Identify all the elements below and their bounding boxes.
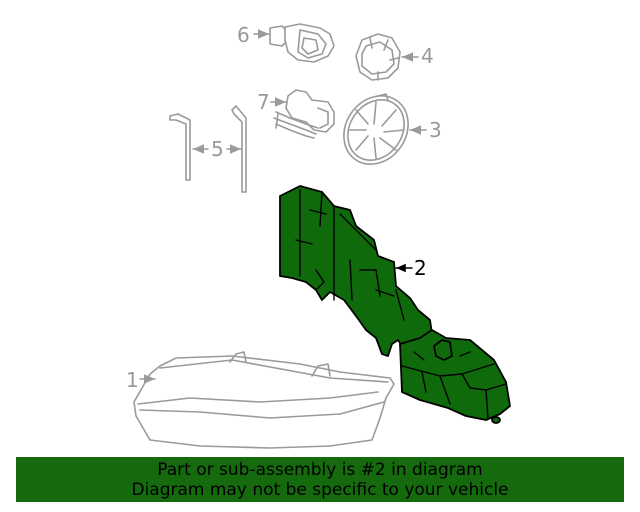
bracket-part-2[interactable]: 2: [279, 185, 511, 424]
callout-1: 1: [126, 368, 139, 392]
callout-3: 3: [429, 118, 442, 142]
callout-6: 6: [237, 23, 250, 47]
callout-5: 5: [211, 137, 224, 161]
callout-4: 4: [421, 44, 434, 68]
headlamp-part-1[interactable]: 1: [126, 351, 395, 449]
banner-line-part-number: Part or sub-assembly is #2 in diagram: [157, 460, 483, 480]
info-banner: Part or sub-assembly is #2 in diagram Di…: [16, 457, 624, 502]
callout-7: 7: [257, 90, 270, 114]
rods-part-5[interactable]: 5: [169, 105, 247, 193]
dust-cover-part-3[interactable]: 3: [331, 83, 442, 176]
retainer-ring-part-4[interactable]: 4: [355, 33, 434, 81]
bulb-part-6[interactable]: 6: [237, 23, 335, 63]
banner-line-disclaimer: Diagram may not be specific to your vehi…: [131, 480, 509, 500]
callout-2: 2: [414, 256, 427, 280]
socket-part-7[interactable]: 7: [257, 89, 335, 139]
